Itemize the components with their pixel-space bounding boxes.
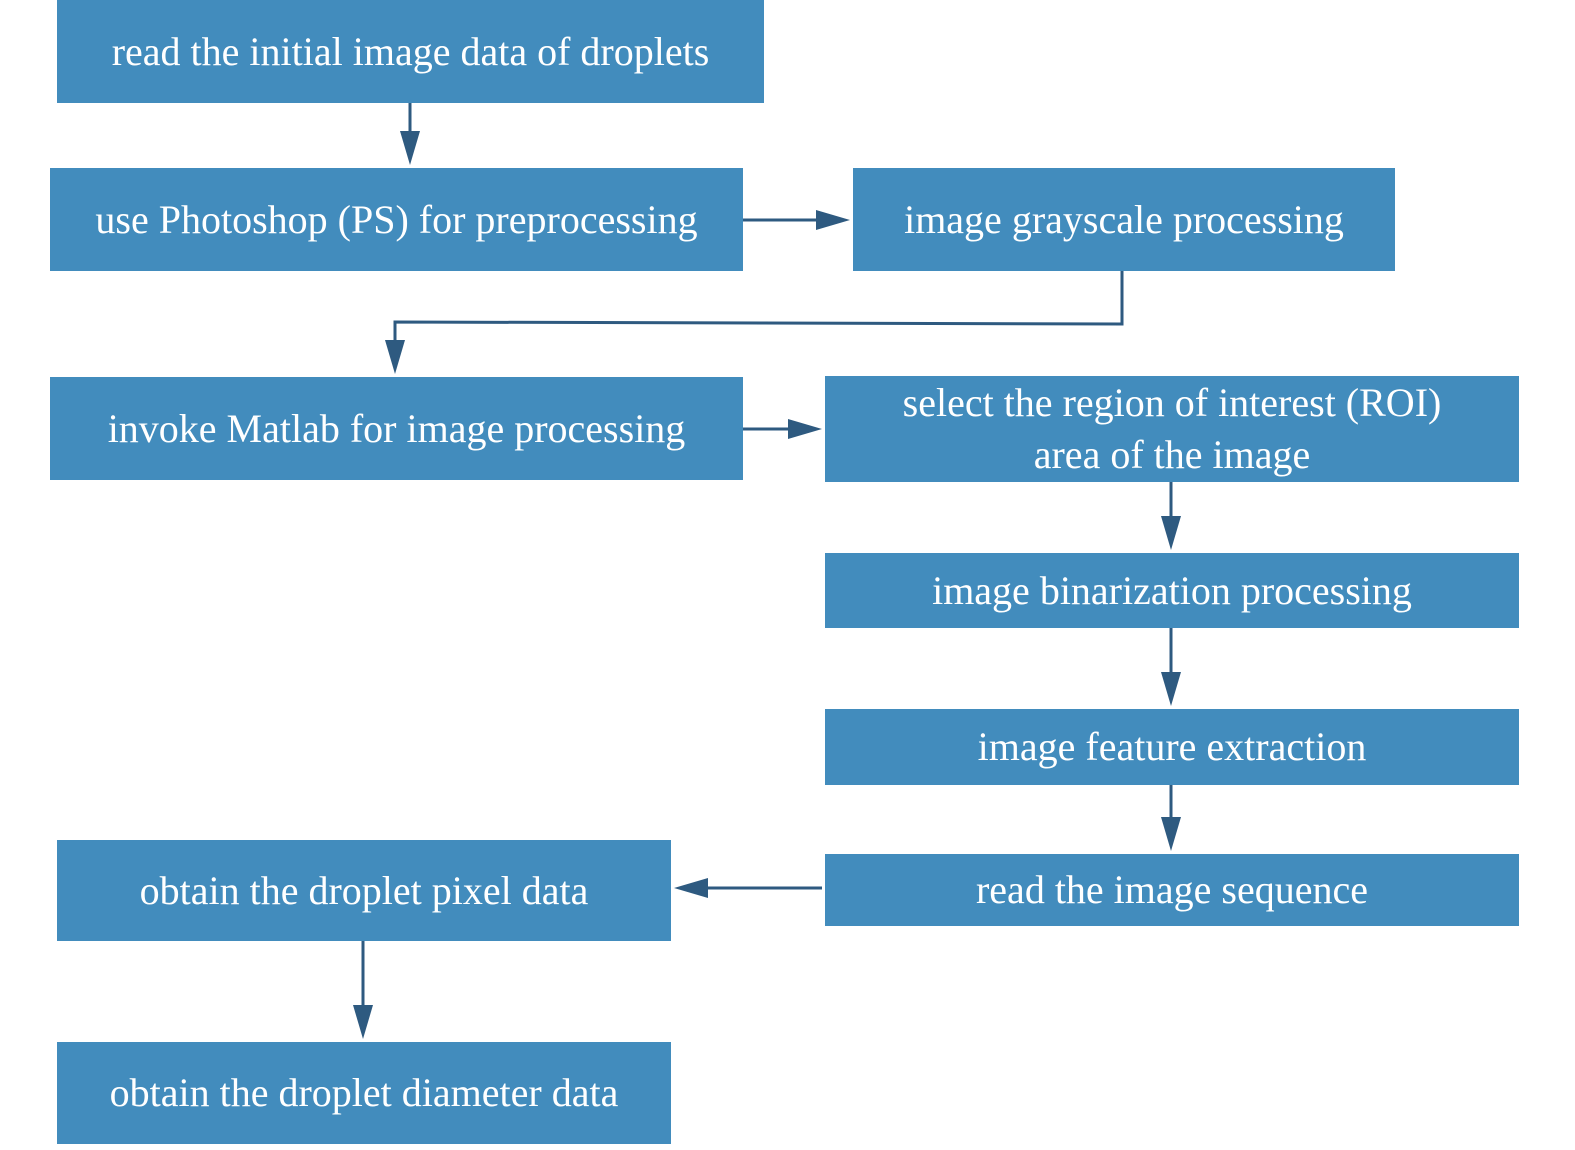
edge-pixel-to-diameter-arrowhead: [353, 1005, 373, 1039]
node-label: image grayscale processing: [904, 196, 1344, 242]
node-label: image feature extraction: [977, 724, 1367, 769]
node-feature: image feature extraction: [825, 709, 1519, 785]
node-label: select the region of interest (ROI) area…: [902, 380, 1442, 477]
node-label: use Photoshop (PS) for preprocessing: [95, 196, 698, 242]
node-label: obtain the droplet diameter data: [109, 1070, 619, 1115]
node-roi: select the region of interest (ROI) area…: [825, 376, 1519, 482]
node-diameter: obtain the droplet diameter data: [57, 1042, 671, 1144]
node-pixel: obtain the droplet pixel data: [57, 840, 671, 941]
node-read-initial: read the initial image data of droplets: [57, 0, 764, 103]
edge-sequence-to-pixel-arrowhead: [674, 878, 708, 898]
edge-read-initial-to-photoshop-arrowhead: [400, 131, 420, 165]
edge-grayscale-to-matlab: [393, 271, 1124, 340]
node-label: obtain the droplet pixel data: [139, 867, 589, 913]
node-sequence: read the image sequence: [825, 854, 1519, 926]
edge-binarization-to-feature-arrowhead: [1161, 672, 1181, 706]
edge-matlab-to-roi-arrowhead: [788, 419, 822, 439]
node-label: read the image sequence: [975, 867, 1368, 912]
edge-photoshop-to-grayscale-arrowhead: [816, 210, 850, 230]
edge-roi-to-binarization-arrowhead: [1161, 516, 1181, 550]
node-label: read the initial image data of droplets: [111, 28, 710, 74]
node-matlab: invoke Matlab for image processing: [50, 377, 743, 480]
edge-feature-to-sequence-arrowhead: [1161, 817, 1181, 851]
node-label: image binarization processing: [932, 567, 1412, 613]
node-photoshop: use Photoshop (PS) for preprocessing: [50, 168, 743, 271]
node-label: invoke Matlab for image processing: [107, 405, 686, 451]
node-grayscale: image grayscale processing: [853, 168, 1395, 271]
node-binarization: image binarization processing: [825, 553, 1519, 628]
edge-grayscale-to-matlab-arrowhead: [385, 340, 405, 374]
